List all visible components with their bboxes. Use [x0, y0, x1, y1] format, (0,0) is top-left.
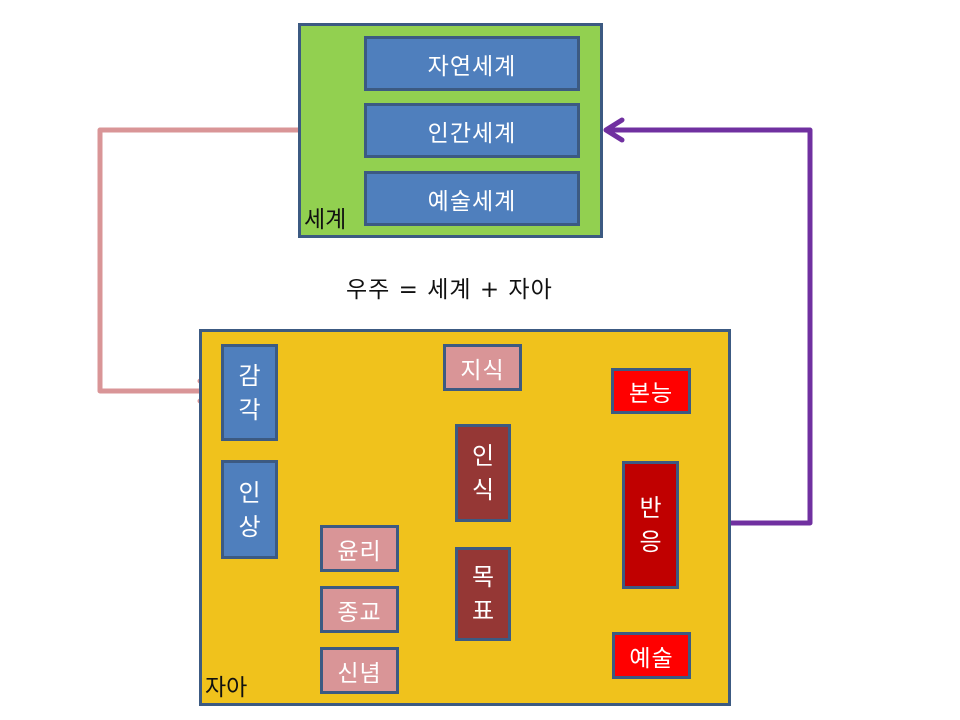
world-item-nature[interactable]: 자연세계: [364, 36, 580, 91]
char: 표: [471, 597, 495, 625]
node-label: 예술: [629, 645, 674, 672]
char: 응: [639, 528, 662, 556]
node-label: 신념: [337, 660, 382, 687]
char: 감: [238, 361, 261, 390]
char: 반: [639, 494, 662, 522]
node-label: 지식: [460, 357, 505, 384]
node-knowledge[interactable]: 지식: [443, 344, 522, 391]
node-instinct[interactable]: 본능: [611, 368, 691, 414]
arrow-head-world: [603, 117, 625, 143]
world-item-label: 자연세계: [427, 53, 517, 80]
formula-text: 우주 = 세계 + 자아: [346, 277, 553, 303]
node-art[interactable]: 예술: [612, 632, 691, 679]
char: 인: [238, 478, 261, 507]
char: 상: [238, 512, 261, 541]
world-label: 세계: [304, 207, 347, 233]
node-ethics[interactable]: 윤리: [320, 525, 399, 572]
char: 각: [238, 395, 261, 424]
world-item-label: 예술세계: [427, 188, 517, 215]
char: 목: [471, 563, 495, 591]
node-belief[interactable]: 신념: [320, 647, 399, 694]
world-item-label: 인간세계: [427, 120, 517, 147]
node-religion[interactable]: 종교: [320, 586, 399, 633]
self-label: 자아: [205, 675, 248, 701]
node-label: 종교: [337, 599, 382, 626]
char: 식: [471, 476, 495, 504]
node-label: 본능: [628, 381, 674, 407]
world-item-art[interactable]: 예술세계: [364, 171, 580, 226]
char: 인: [471, 442, 495, 470]
node-label: 윤리: [337, 538, 382, 565]
world-item-human[interactable]: 인간세계: [364, 103, 580, 158]
